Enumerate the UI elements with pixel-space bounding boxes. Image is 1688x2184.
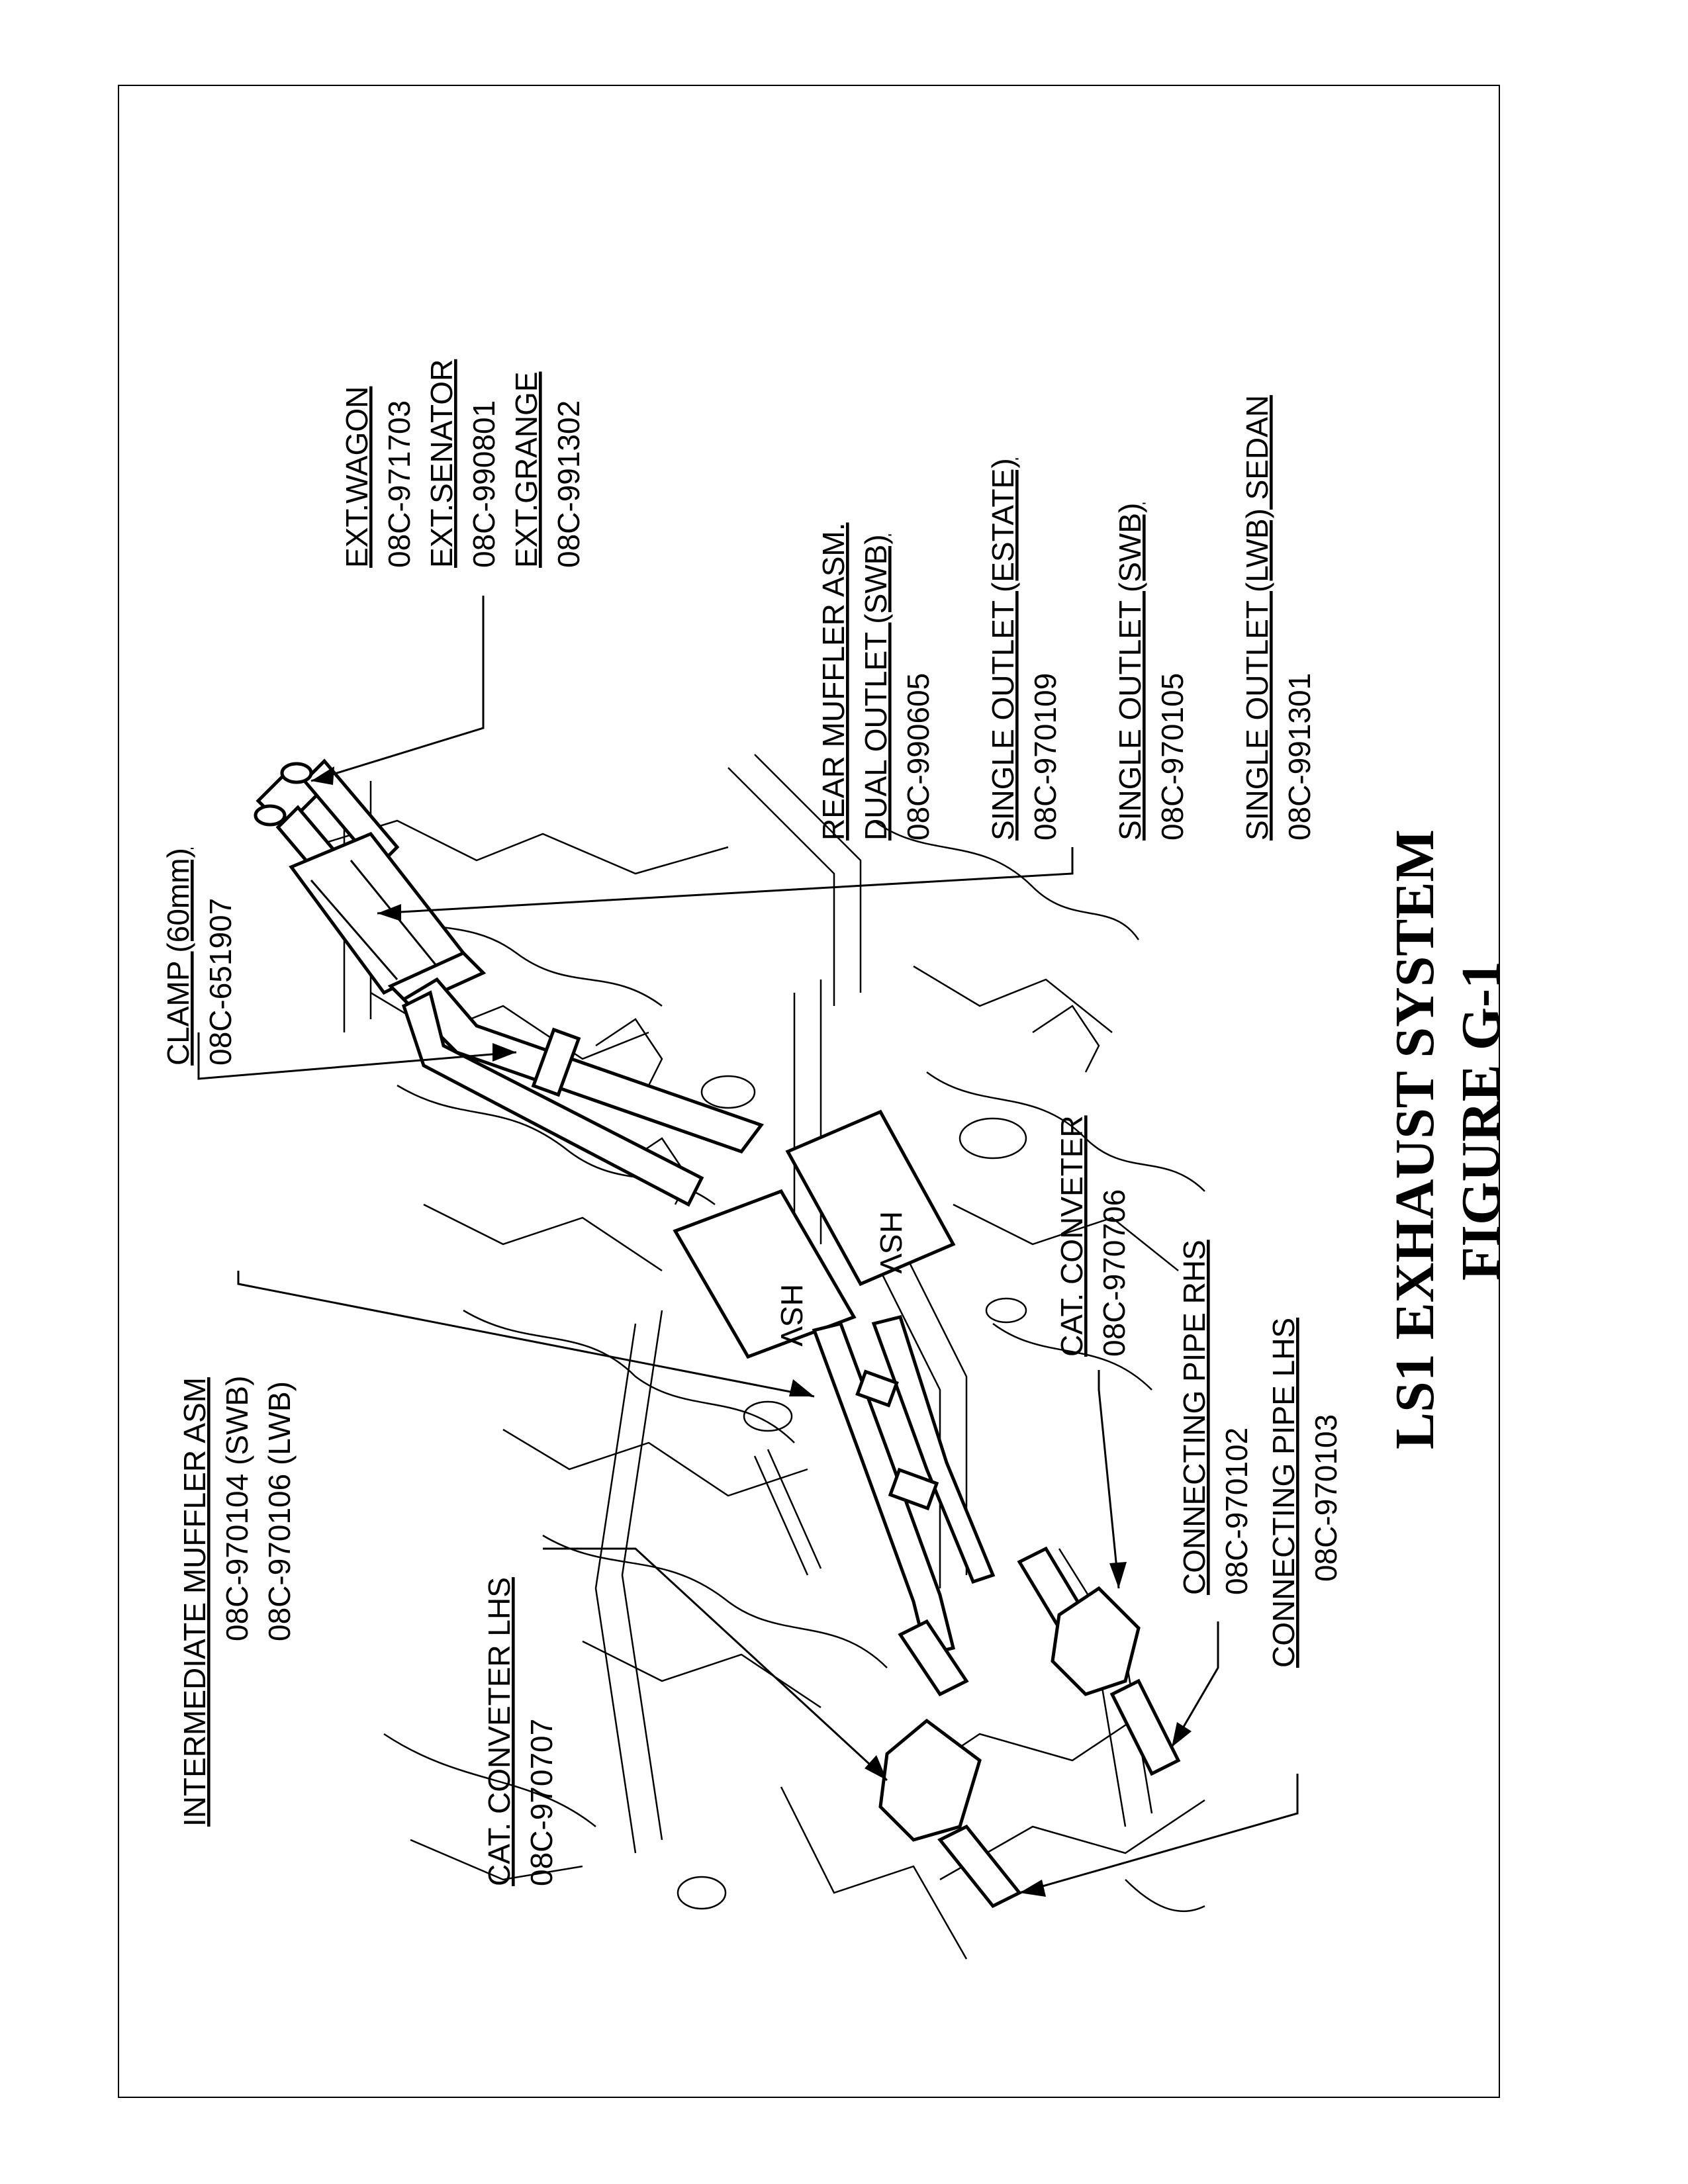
single-lwb-part: 08C-991301: [1282, 673, 1317, 841]
figure-subtitle: FIGURE G-1: [1450, 961, 1512, 1281]
clamp-label: CLAMP (60mm): [161, 848, 195, 1066]
conn-lhs-part: 08C-970103: [1309, 1414, 1343, 1582]
cat-lhs-part: 08C-970707: [524, 1719, 559, 1886]
cat-lhs-label: CAT. CONVETER LHS: [482, 1577, 516, 1886]
cat-rhs-label: CAT. CONVETER: [1055, 1115, 1089, 1357]
intermediate-label: INTERMEDIATE MUFFLER ASM: [177, 1377, 212, 1827]
figure-border: [118, 85, 1500, 2098]
ext-senator-part: 08C-990801: [467, 400, 501, 568]
intermediate-mufflers: HSV HSV: [673, 1109, 956, 1359]
single-estate-part: 08C-970109: [1028, 673, 1062, 841]
front-pipes: [812, 1315, 1088, 1697]
callout-ext: EXT.WAGON 08C-971703 EXT.SENATOR 08C-990…: [340, 359, 586, 568]
ext-senator-label: EXT.SENATOR: [424, 359, 459, 568]
figure-caption: LS1 EXHAUST SYSTEM FIGURE G-1: [1384, 829, 1512, 1449]
conn-rhs-part: 08C-970102: [1219, 1428, 1254, 1595]
ext-wagon-part: 08C-971703: [382, 400, 416, 568]
cat-rhs-part: 08C-970706: [1097, 1189, 1131, 1357]
callout-rear-muffler: REAR MUFFLER ASM. DUAL OUTLET (SWB) 08C-…: [816, 395, 1317, 841]
ext-grange-label: EXT.GRANGE: [509, 371, 543, 568]
dual-outlet-part: 08C-990605: [901, 673, 935, 841]
cat-converters: [878, 1586, 1181, 1909]
callouts: EXT.WAGON 08C-971703 EXT.SENATOR 08C-990…: [161, 359, 1512, 1886]
callout-cat-lhs: CAT. CONVETER LHS 08C-970707: [482, 1577, 559, 1886]
ext-wagon-label: EXT.WAGON: [340, 387, 374, 568]
mid-pipes: [400, 977, 765, 1207]
callout-conn-lhs: CONNECTING PIPE LHS 08C-970103: [1266, 1318, 1343, 1668]
callout-intermediate: INTERMEDIATE MUFFLER ASM 08C-970104 (SWB…: [177, 1376, 297, 1827]
rear-muffler: [289, 831, 487, 1008]
figure-title: LS1 EXHAUST SYSTEM: [1384, 829, 1446, 1449]
single-swb-part: 08C-970105: [1155, 673, 1190, 841]
muffler-logo-2: HSV: [874, 1211, 908, 1274]
callout-conn-rhs: CONNECTING PIPE RHS 08C-970102: [1177, 1240, 1254, 1595]
single-estate-label: SINGLE OUTLET (ESTATE): [986, 458, 1020, 841]
conn-lhs-label: CONNECTING PIPE LHS: [1266, 1318, 1301, 1668]
conn-rhs-label: CONNECTING PIPE RHS: [1177, 1240, 1211, 1595]
callout-clamp: CLAMP (60mm) 08C-651907: [161, 848, 238, 1066]
single-swb-label: SINGLE OUTLET (SWB): [1113, 503, 1147, 841]
ext-grange-part: 08C-991302: [551, 400, 586, 568]
clamp-part: 08C-651907: [203, 898, 238, 1066]
muffler-logo-1: HSV: [774, 1284, 809, 1347]
single-lwb-label: SINGLE OUTLET (LWB) SEDAN: [1240, 395, 1274, 841]
callout-cat-rhs: CAT. CONVETER 08C-970706: [1055, 1115, 1131, 1357]
leader-lines: [197, 596, 1299, 1897]
dual-outlet-label: DUAL OUTLET (SWB): [859, 534, 893, 841]
rear-muffler-label: REAR MUFFLER ASM.: [816, 522, 851, 841]
intermediate-swb: 08C-970104 (SWB): [220, 1376, 254, 1641]
intermediate-lwb: 08C-970106 (LWB): [262, 1381, 297, 1641]
